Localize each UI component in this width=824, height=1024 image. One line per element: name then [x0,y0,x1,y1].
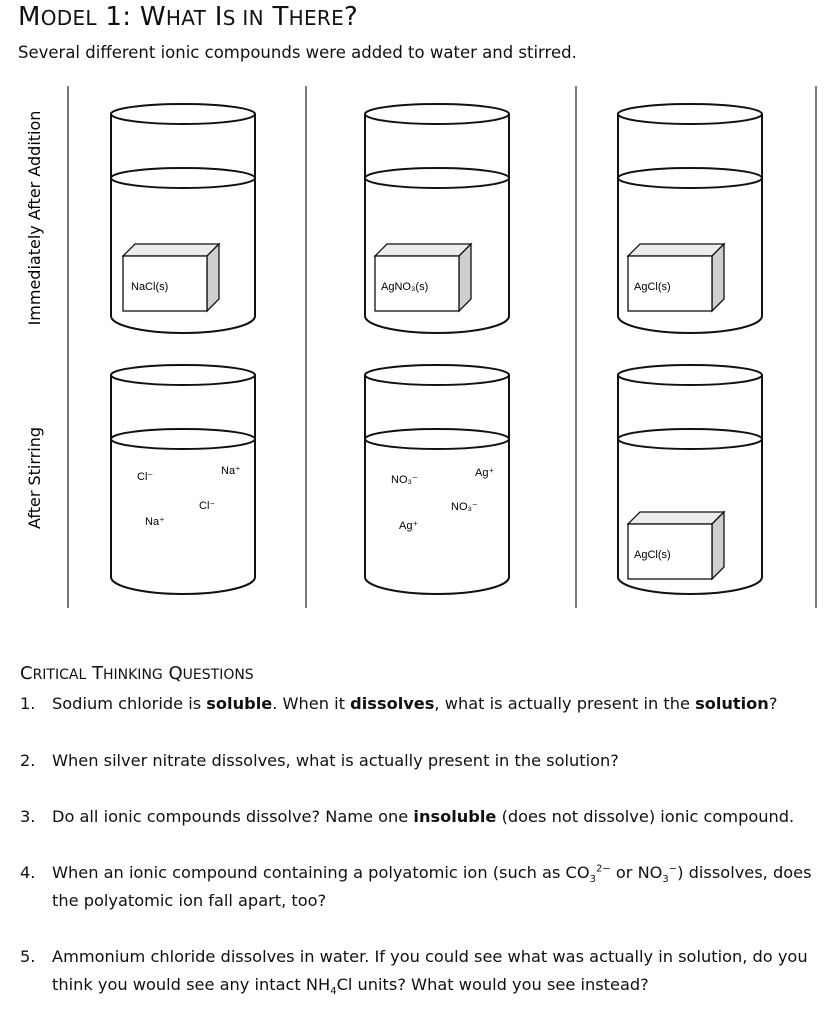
model-figure: Immediately After Addition After Stirrin… [25,86,817,608]
text-run: Ammonium chloride dissolves in water. If… [52,947,808,994]
subscript: 3 [589,874,596,886]
question-5: 5. Ammonium chloride dissolves in water. … [20,943,815,999]
model-title: MODEL 1: WHAT IS IN THERE? [18,2,358,32]
text-run: (does not dissolve) ionic compound. [496,807,795,826]
question-text: Ammonium chloride dissolves in water. If… [52,943,815,999]
question-text: When silver nitrate dissolves, what is a… [52,747,815,775]
beaker-agcl-before: AgCl(s) [617,103,763,334]
ion-label: NO₃⁻ [391,474,418,486]
question-number: 2. [20,751,36,770]
text-run: or NO [610,863,663,882]
critical-thinking-title: CRITICAL THINKING QUESTIONS [20,663,254,684]
question-text: Do all ionic compounds dissolve? Name on… [52,803,815,831]
question-number: 5. [20,947,36,966]
text-run: . When it [272,694,351,713]
question-2: 2. When silver nitrate dissolves, what is… [20,747,815,775]
question-3: 3. Do all ionic compounds dissolve? Name … [20,803,815,831]
text-run: When an ionic compound containing a poly… [52,863,590,882]
ion-label: Cl⁻ [199,500,215,512]
text-run: Do all ionic compounds dissolve? Name on… [52,807,414,826]
question-1: 1. Sodium chloride is soluble. When it di… [20,690,815,718]
agcl-solid-label: AgCl(s) [634,281,671,293]
text-run: , what is actually present in the [434,694,696,713]
agno3-solid-label: AgNO₃(s) [381,281,428,293]
ion-label: Ag⁺ [399,520,418,532]
subscript: 3 [662,874,669,886]
row-label-after: After Stirring [25,427,44,529]
beaker-nacl-before: NaCl(s) [110,103,256,334]
question-number: 4. [20,863,36,882]
beaker-agno3-after: NO₃⁻ Ag⁺ NO₃⁻ Ag⁺ [364,364,510,595]
emphasis-text: soluble [206,694,273,713]
question-text: Sodium chloride is soluble. When it diss… [52,690,815,718]
question-number: 1. [20,694,36,713]
emphasis-text: dissolves [350,694,435,713]
model-subtitle: Several different ionic compounds were a… [18,43,577,62]
text-run: ? [768,694,778,713]
beaker-agno3-before: AgNO₃(s) [364,103,510,334]
subscript: 4 [330,986,337,998]
text-run: Cl units? What would you see instead? [336,975,649,994]
ion-label: Cl⁻ [137,471,153,483]
ion-label: Na⁺ [145,516,165,528]
emphasis-text: solution [695,694,769,713]
ct-title-text: CRITICAL THINKING QUESTIONS [20,663,254,684]
superscript: 2− [595,863,611,875]
question-4: 4. When an ionic compound containing a po… [20,859,815,915]
beaker-agcl-after: AgCl(s) [617,364,763,595]
ion-label: Ag⁺ [475,467,494,479]
text-run: When silver nitrate dissolves, what is a… [52,751,619,770]
question-text: When an ionic compound containing a poly… [52,859,815,915]
ion-label: Na⁺ [221,465,241,477]
superscript: − [668,863,678,875]
beaker-nacl-after: Cl⁻ Na⁺ Cl⁻ Na⁺ [110,364,256,595]
text-run: Sodium chloride is [52,694,207,713]
agcl-solid-label: AgCl(s) [634,549,671,561]
text-run: ) dissolves, does the polyatomic ion fal… [52,863,812,910]
row-label-before: Immediately After Addition [25,111,44,326]
nacl-solid-label: NaCl(s) [131,281,168,293]
question-number: 3. [20,807,36,826]
title-text: MODEL 1: WHAT IS IN THERE? [18,2,359,32]
emphasis-text: insoluble [413,807,497,826]
ion-label: NO₃⁻ [451,501,478,513]
